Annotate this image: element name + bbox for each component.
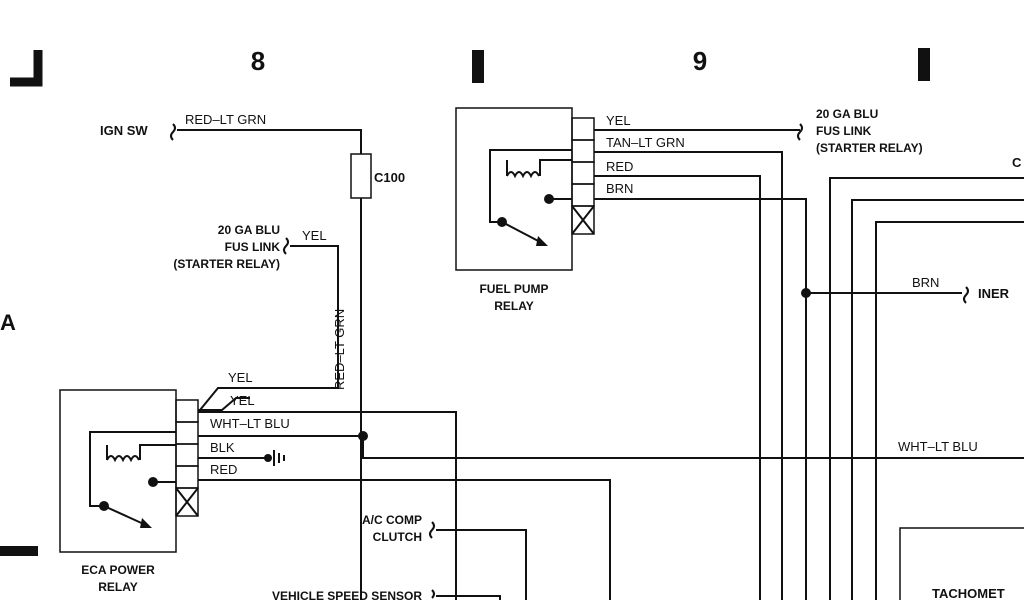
ac-comp-clutch-line2: CLUTCH — [373, 530, 422, 544]
section-number-8: 8 — [251, 46, 265, 76]
ign-sw-circuit: IGN SW RED–LT GRN C100 WHT–LT BLU — [100, 112, 1024, 600]
bottom-components: A/C COMP CLUTCH VEHICLE SPEED SENSOR — [272, 513, 527, 600]
eca-relay-extra-yel-label: YEL — [228, 370, 253, 385]
fuel-pump-relay: FUEL PUMP RELAY YEL TAN–LT GRN RED BRN — [455, 107, 807, 600]
section-markers: 8 9 A — [0, 46, 930, 556]
section-divider-right — [918, 48, 930, 81]
connector-c100 — [350, 153, 372, 199]
fuse-link-right: 20 GA BLU FUS LINK (STARTER RELAY) C — [816, 107, 1022, 170]
fuel-pump-relay-name-line1: FUEL PUMP — [479, 282, 548, 296]
eca-red-wire — [198, 479, 611, 600]
eca-power-relay-name-line2: RELAY — [98, 580, 138, 594]
section-number-9: 9 — [693, 46, 707, 76]
splice-mark — [170, 123, 176, 141]
red-lt-grn-wire-top — [177, 129, 362, 154]
inertia-switch-label: INER — [978, 286, 1010, 301]
right-wire-bundle: BRN INER TACHOMET — [801, 177, 1024, 600]
fuse-link-left-line1: 20 GA BLU — [218, 223, 280, 237]
ign-sw-wire-label: RED–LT GRN — [185, 112, 266, 127]
eca-power-relay-box — [59, 389, 177, 553]
fuse-link-right-line2: FUS LINK — [816, 124, 872, 138]
right-edge-fragment: C — [1012, 155, 1022, 170]
fuel-pump-relay-pin-brn: BRN — [606, 181, 633, 196]
fuel-pump-brn-wire — [594, 198, 807, 600]
fuse-link-left-line3: (STARTER RELAY) — [173, 257, 280, 271]
fuel-pump-relay-switch — [501, 221, 545, 245]
brn-inertia-wire-label: BRN — [912, 275, 939, 290]
corner-marker — [10, 50, 43, 87]
eca-wht-lt-blu-wire — [198, 411, 457, 600]
eca-relay-pin-wht-lt-blu: WHT–LT BLU — [210, 416, 290, 431]
eca-relay-pin-red: RED — [210, 462, 237, 477]
fuse-link-right-line1: 20 GA BLU — [816, 107, 878, 121]
eca-power-relay-name-line1: ECA POWER — [81, 563, 155, 577]
ac-comp-clutch-wire — [436, 529, 527, 600]
eca-power-relay-switch — [103, 505, 149, 527]
ign-sw-label: IGN SW — [100, 123, 148, 138]
fuel-pump-relay-pin-yel: YEL — [606, 113, 631, 128]
fuel-pump-tan-lt-grn-wire — [594, 151, 783, 600]
fuse-link-left-line2: FUS LINK — [225, 240, 281, 254]
tachometer-box — [899, 527, 1024, 600]
eca-power-relay-coil — [106, 455, 140, 463]
wht-lt-blu-wire-right — [362, 436, 1024, 459]
eca-relay-pin-blk: BLK — [210, 440, 235, 455]
ac-comp-clutch-line1: A/C COMP — [362, 513, 422, 527]
vertical-wire-label: RED–LT GRN — [332, 309, 347, 390]
fuse-link-left-splice — [283, 237, 289, 255]
tachometer-label: TACHOMET — [932, 586, 1005, 600]
fuel-pump-relay-coil — [506, 171, 540, 179]
ground-symbol — [264, 454, 272, 462]
fuel-pump-relay-box — [455, 107, 573, 271]
fuel-pump-relay-unused-pin — [571, 205, 595, 235]
fuse-link-left-wire-label: YEL — [302, 228, 327, 243]
eca-power-relay-unused-pin — [175, 487, 199, 517]
section-divider-left — [472, 50, 484, 83]
vehicle-speed-sensor-label: VEHICLE SPEED SENSOR — [272, 589, 422, 600]
fuel-pump-relay-pin-red: RED — [606, 159, 633, 174]
eca-power-relay: ECA POWER RELAY YEL YEL WHT–LT BLU BLK R… — [59, 370, 611, 600]
fuse-link-right-line3: (STARTER RELAY) — [816, 141, 923, 155]
fuel-pump-relay-pin-tan-lt-grn: TAN–LT GRN — [606, 135, 685, 150]
wht-lt-blu-right-label: WHT–LT BLU — [898, 439, 978, 454]
fuel-pump-red-wire — [594, 175, 761, 600]
left-edge-fragment: A — [0, 310, 16, 335]
fuse-link-left: 20 GA BLU FUS LINK (STARTER RELAY) YEL R… — [173, 223, 347, 411]
eca-relay-pin-yel: YEL — [230, 393, 255, 408]
fuel-pump-relay-name-line2: RELAY — [494, 299, 534, 313]
connector-c100-label: C100 — [374, 170, 405, 185]
edge-marker — [0, 546, 38, 556]
vehicle-speed-sensor-wire — [436, 595, 501, 600]
yel-wire-left — [199, 245, 339, 411]
